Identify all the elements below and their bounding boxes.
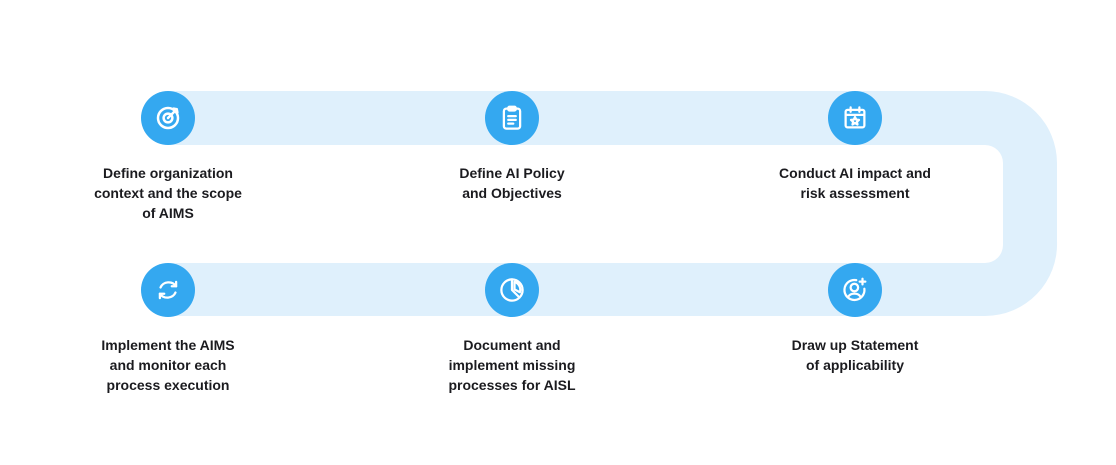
- step-4-circle: [141, 263, 195, 317]
- step-3-circle: [828, 91, 882, 145]
- calendar-star-icon: [844, 106, 866, 129]
- step-1-circle: [141, 91, 195, 145]
- step-3-label: Conduct AI impact and risk assessment: [779, 165, 931, 201]
- step-6-label: Draw up Statement of applicability: [791, 337, 919, 373]
- step-5-circle: [485, 263, 539, 317]
- step-1-label: Define organization context and the scop…: [94, 165, 242, 221]
- clipboard-icon: [502, 105, 522, 130]
- step-2-circle: [485, 91, 539, 145]
- user-add-icon: [843, 277, 867, 302]
- step-6-circle: [828, 263, 882, 317]
- pie-chart-icon: [500, 278, 524, 302]
- track-shape: [168, 91, 1058, 317]
- target-icon: [156, 106, 180, 130]
- step-4-label: Implement the AIMS and monitor each proc…: [101, 337, 235, 393]
- refresh-icon: [158, 280, 178, 300]
- step-2-label: Define AI Policy and Objectives: [459, 165, 565, 201]
- step-5-label: Document and implement missing processes…: [448, 337, 576, 393]
